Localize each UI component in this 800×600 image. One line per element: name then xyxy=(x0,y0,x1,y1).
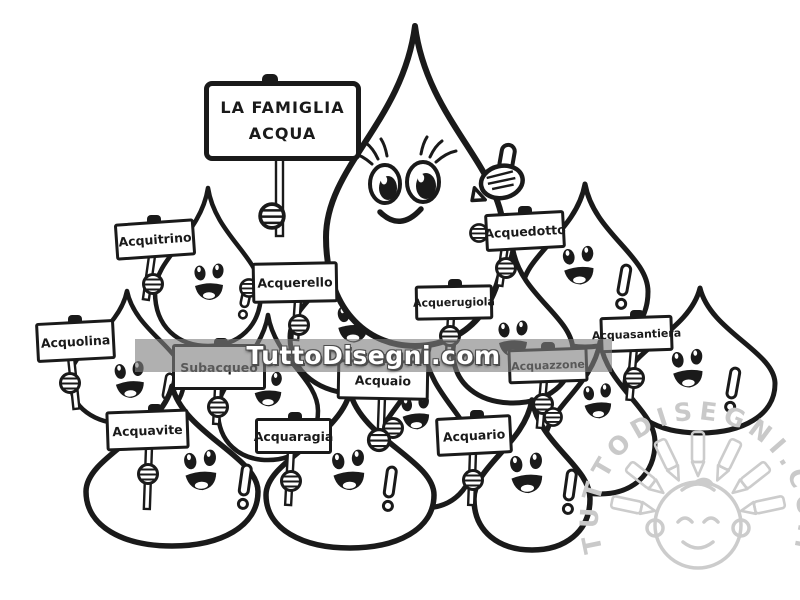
sign-acquario: Acquario xyxy=(435,414,513,457)
sign-label: Acquaragia xyxy=(253,428,334,444)
drop-character-mother xyxy=(323,23,525,349)
sign-label: Acquerugiola xyxy=(412,295,496,310)
drop-character-acquazzone xyxy=(542,339,658,497)
title-sign: LA FAMIGLIA ACQUA xyxy=(204,81,361,161)
mother-eyelashes xyxy=(350,135,458,166)
sign-label: Acquerello xyxy=(257,274,333,291)
drop-character-acquavite xyxy=(83,383,261,549)
sign-acquerugiola: Acquerugiola xyxy=(412,284,496,321)
sign-acquerello: Acquerello xyxy=(251,261,339,304)
sign-acquitrino: Acquitrino xyxy=(113,218,197,261)
sign-acquedotto: Acquedotto xyxy=(483,209,567,253)
sign-acquolina: Acquolina xyxy=(35,318,116,364)
drop-character-acquario xyxy=(471,397,593,553)
title-line-1: LA FAMIGLIA xyxy=(220,98,345,118)
pencil-rays-icon xyxy=(609,430,787,516)
sign-label: Acquario xyxy=(442,426,506,445)
mother-eyes xyxy=(368,160,441,205)
watermark-banner-text: TuttoDisegni.com xyxy=(246,341,501,370)
sign-label: Acquavite xyxy=(112,421,183,439)
sign-acquaragia: Acquaragia xyxy=(253,418,334,454)
sign-label: Acquitrino xyxy=(117,229,192,250)
title-line-2: ACQUA xyxy=(248,124,317,143)
sign-label: Acquedotto xyxy=(483,221,567,241)
sign-acquavite: Acquavite xyxy=(105,408,190,452)
sign-label: Acquaio xyxy=(354,372,412,388)
mother-smile xyxy=(377,206,424,224)
watermark-banner: TuttoDisegni.com xyxy=(135,339,612,372)
sign-label: Acquolina xyxy=(40,331,111,351)
drop-character-acquaragia xyxy=(263,389,437,551)
thumbs-up-hand-icon xyxy=(470,142,525,203)
drop-character-acquitrino xyxy=(152,185,264,349)
child-face-icon xyxy=(645,477,751,570)
